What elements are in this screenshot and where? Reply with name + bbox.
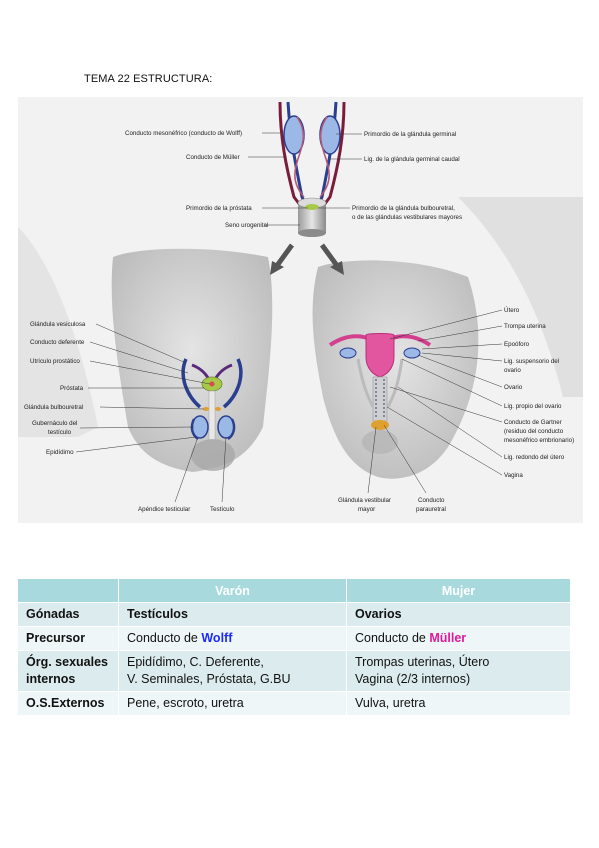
label-vas-deferens: Conducto deferente bbox=[30, 339, 85, 346]
female-precursor-prefix: Conducto de bbox=[355, 631, 430, 645]
female-internal-2: Vagina (2/3 internos) bbox=[355, 672, 471, 686]
label-wolff-duct: Conducto mesonéfrico (conducto de Wolff) bbox=[125, 130, 242, 137]
row-label-gonads: Gónadas bbox=[18, 602, 119, 626]
label-testicular-appendix: Apéndice testicular bbox=[138, 506, 190, 513]
embryonic-ducts bbox=[278, 101, 346, 237]
label-urogenital-sinus: Seno urogenital bbox=[225, 222, 268, 229]
table-row: Gónadas Testículos Ovarios bbox=[18, 602, 571, 626]
row-label-external: O.S.Externos bbox=[18, 691, 119, 715]
male-torso bbox=[111, 248, 273, 472]
cell-male-external: Pene, escroto, uretra bbox=[119, 691, 347, 715]
table-row: Precursor Conducto de Wolff Conducto de … bbox=[18, 626, 571, 650]
label-gonad-primordium: Primordio de la glándula germinal bbox=[364, 131, 456, 138]
cell-male-precursor: Conducto de Wolff bbox=[119, 626, 347, 650]
cell-female-gonads: Ovarios bbox=[347, 602, 571, 626]
row-label-internal-1: Órg. sexuales bbox=[26, 655, 108, 669]
female-organs bbox=[328, 333, 432, 454]
comparison-table: Varón Mujer Gónadas Testículos Ovarios P… bbox=[18, 579, 571, 715]
label-caudal-gonadal-ligament: Lig. de la glándula germinal caudal bbox=[364, 156, 460, 163]
label-vagina: Vagina bbox=[504, 472, 523, 479]
table-row: Órg. sexuales internos Epidídimo, C. Defe… bbox=[18, 650, 571, 691]
male-internal-1: Epidídimo, C. Deferente, bbox=[127, 655, 264, 669]
label-bulbourethral-gland: Glándula bulbouretral bbox=[24, 404, 83, 411]
header-empty bbox=[18, 579, 119, 602]
label-epoophoron: Epoóforo bbox=[504, 341, 530, 348]
label-suspensory-ligament: Lig. suspensorio del bbox=[504, 358, 559, 365]
label-gartner-duct: Conducto de Gartner bbox=[504, 419, 562, 426]
cell-female-precursor: Conducto de Müller bbox=[347, 626, 571, 650]
row-label-internal-2: internos bbox=[26, 672, 76, 686]
table-row: O.S.Externos Pene, escroto, uretra Vulva… bbox=[18, 691, 571, 715]
label-gartner-duct-2: (residuo del conducto bbox=[504, 428, 564, 435]
label-muller-duct: Conducto de Müller bbox=[186, 154, 240, 161]
label-round-ligament: Lig. redondo del útero bbox=[504, 454, 565, 461]
row-label-internal-organs: Órg. sexuales internos bbox=[18, 650, 119, 691]
row-label-precursor: Precursor bbox=[18, 626, 119, 650]
male-organs bbox=[181, 358, 243, 471]
label-seminal-vesicle: Glándula vesiculosa bbox=[30, 321, 86, 328]
table-header-row: Varón Mujer bbox=[18, 579, 571, 602]
label-gubernaculum-2: testículo bbox=[48, 429, 72, 436]
cell-female-external: Vulva, uretra bbox=[347, 691, 571, 715]
male-precursor-prefix: Conducto de bbox=[127, 631, 202, 645]
cell-male-internal: Epidídimo, C. Deferente, V. Seminales, Pr… bbox=[119, 650, 347, 691]
label-prostatic-utricle: Utrículo prostático bbox=[30, 358, 80, 365]
label-greater-vestibular-gland: Glándula vestibular bbox=[338, 497, 391, 504]
header-male: Varón bbox=[119, 579, 347, 602]
cell-male-gonads: Testículos bbox=[119, 602, 347, 626]
label-greater-vestibular-gland-2: mayor bbox=[358, 506, 375, 513]
label-ovarian-ligament: Lig. propio del ovario bbox=[504, 403, 562, 410]
female-torso bbox=[312, 260, 479, 479]
label-bulbourethral-primordium: Primordio de la glándula bulbouretral, bbox=[352, 205, 455, 212]
wolff-name: Wolff bbox=[201, 631, 233, 645]
label-prostate-primordium: Primordio de la próstata bbox=[186, 205, 252, 212]
label-epididymis: Epidídimo bbox=[46, 449, 74, 456]
anatomy-figure: Conducto mesonéfrico (conducto de Wolff)… bbox=[18, 97, 583, 523]
female-internal-1: Trompas uterinas, Útero bbox=[355, 655, 490, 669]
label-paraurethral-duct-2: parauretral bbox=[416, 506, 446, 513]
label-paraurethral-duct: Conducto bbox=[418, 497, 445, 504]
label-uterine-tube: Trompa uterina bbox=[504, 323, 546, 330]
page-heading: TEMA 22 ESTRUCTURA: bbox=[84, 73, 213, 85]
label-gubernaculum: Gubernáculo del bbox=[32, 420, 77, 427]
header-female: Mujer bbox=[347, 579, 571, 602]
label-gartner-duct-3: mesonéfrico embrionario) bbox=[504, 437, 574, 444]
label-vestibular-glands: o de las glándulas vestibulares mayores bbox=[352, 214, 462, 221]
label-suspensory-ligament-2: ovario bbox=[504, 367, 521, 374]
label-ovary: Ovario bbox=[504, 384, 523, 391]
label-prostate: Próstata bbox=[60, 385, 84, 392]
label-testis: Testículo bbox=[210, 506, 235, 513]
male-internal-2: V. Seminales, Próstata, G.BU bbox=[127, 672, 291, 686]
label-uterus: Útero bbox=[504, 307, 520, 314]
muller-name: Müller bbox=[429, 631, 467, 645]
anatomy-illustration: Conducto mesonéfrico (conducto de Wolff)… bbox=[18, 101, 583, 513]
